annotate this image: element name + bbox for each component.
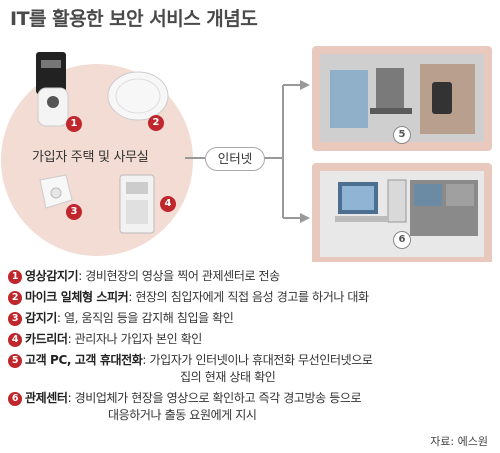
diagram-graphics (1, 46, 492, 262)
legend-number: 4 (8, 333, 22, 347)
arrow-head-bottom (300, 213, 310, 223)
legend-number: 3 (8, 312, 22, 326)
device-number-3: 3 (66, 204, 82, 220)
legend-term: 고객 PC, 고객 휴대전화 (25, 353, 143, 367)
page-title: IT를 활용한 보안 서비스 개념도 (10, 8, 258, 30)
legend-desc-cont: 대응하거나 출동 요원에게 지시 (108, 408, 257, 422)
legend-term: 감지기 (25, 311, 57, 325)
legend-number: 1 (8, 270, 22, 284)
screen-number-5: 5 (393, 126, 411, 144)
legend-term: 영상감지기 (25, 269, 79, 283)
device-number-2: 2 (148, 115, 164, 131)
legend-number: 5 (8, 354, 22, 368)
legend-desc: : 관리자나 가입자 본인 확인 (67, 332, 203, 346)
legend-number: 6 (8, 392, 22, 406)
legend-term: 관제센터 (25, 391, 68, 405)
source-credit: 자료: 에스원 (430, 435, 488, 448)
device-number-4: 4 (160, 196, 176, 212)
legend-desc: : 현장의 침입자에게 직접 음성 경고를 하거나 대화 (128, 290, 369, 304)
internet-label: 인터넷 (205, 147, 265, 171)
legend-desc: : 경비업체가 현장을 영상으로 확인하고 즉각 경고방송 등으로 (67, 391, 362, 405)
screen-number-6: 6 (393, 231, 411, 249)
legend-number: 2 (8, 291, 22, 305)
arrow-head-top (300, 80, 310, 90)
legend-desc: : 열, 움직임 등을 감지해 침입을 확인 (56, 311, 234, 325)
device-number-1: 1 (66, 116, 82, 132)
legend-desc: : 가입자가 인터넷이나 휴대전화 무선인터넷으로 (142, 353, 373, 367)
concept-diagram: 가입자 주택 및 사무실 인터넷 1 2 3 4 5 6 (0, 30, 500, 262)
home-office-label: 가입자 주택 및 사무실 (32, 150, 149, 165)
legend-desc-cont: 집의 현재 상태 확인 (180, 370, 276, 384)
legend-term: 마이크 일체형 스피커 (25, 290, 129, 304)
legend-desc: : 경비현장의 영상을 찍어 관제센터로 전송 (78, 269, 280, 283)
legend-term: 카드리더 (25, 332, 68, 346)
